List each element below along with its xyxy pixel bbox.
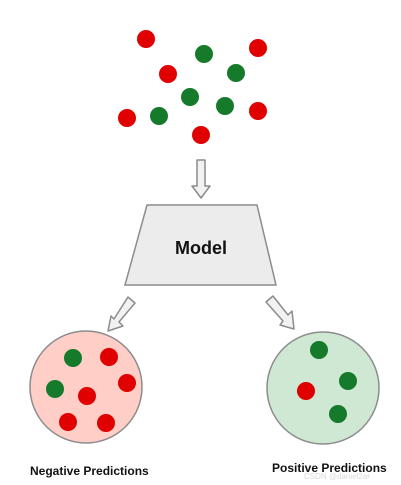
input-dots: [118, 30, 267, 144]
positive-dot-red: [297, 382, 315, 400]
input-dot-green: [195, 45, 213, 63]
input-dot-green: [181, 88, 199, 106]
negative-dot-green: [64, 349, 82, 367]
model-label: Model: [175, 238, 227, 258]
input-dot-red: [137, 30, 155, 48]
positive-predictions-circle: [266, 331, 380, 445]
watermark: CSDN @daniel2ar: [304, 472, 370, 481]
positive-dot-green: [310, 341, 328, 359]
positive-predictions-group: [266, 331, 380, 445]
input-dot-red: [192, 126, 210, 144]
negative-dot-red: [78, 387, 96, 405]
input-dot-green: [216, 97, 234, 115]
negative-dot-red: [97, 414, 115, 432]
negative-dot-red: [118, 374, 136, 392]
input-dot-red: [249, 102, 267, 120]
negative-arrow: [107, 296, 136, 332]
positive-dot-green: [329, 405, 347, 423]
positive-arrow: [265, 295, 295, 330]
negative-predictions-caption: Negative Predictions: [30, 464, 149, 478]
input-dot-red: [249, 39, 267, 57]
positive-dot-green: [339, 372, 357, 390]
negative-predictions-group: [29, 330, 143, 444]
input-dot-green: [227, 64, 245, 82]
negative-dot-green: [46, 380, 64, 398]
input-arrow: [191, 159, 211, 199]
input-dot-red: [159, 65, 177, 83]
positive-predictions-caption: Positive Predictions: [272, 461, 387, 475]
negative-dot-red: [100, 348, 118, 366]
input-dot-green: [150, 107, 168, 125]
negative-dot-red: [59, 413, 77, 431]
input-dot-red: [118, 109, 136, 127]
model-box: [124, 204, 277, 286]
